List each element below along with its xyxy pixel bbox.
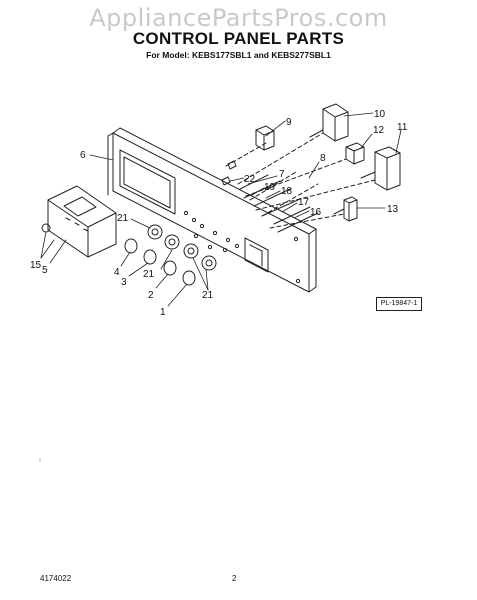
watermark: AppliancePartsPros.com [89,4,388,32]
model-subtitle: For Model: KEBS177SBL1 and KEBS277SBL1 [146,50,331,60]
callout-11: 11 [397,122,408,133]
callout-2: 2 [148,290,154,301]
callout-21-upper: 21 [117,213,129,224]
callout-18: 18 [281,186,293,197]
callout-15: 15 [30,260,42,271]
callout-19: 19 [264,182,276,193]
page-number: 2 [232,574,237,583]
control-knobs [124,238,196,286]
selector-switch-part-10 [309,103,349,142]
bracket-part-13 [333,196,358,222]
callout-7: 7 [279,169,285,180]
callout-1: 1 [160,307,166,318]
switch-part-11 [360,146,401,191]
callout-22: 22 [244,174,256,185]
leader-lines [40,112,402,307]
document-number: 4174022 [40,574,72,583]
infinite-switches [147,224,217,271]
callout-21-middle: 21 [143,269,155,280]
callout-13: 13 [387,204,399,215]
callout-10: 10 [374,109,386,120]
control-panel [107,127,317,293]
small-switch-part-9 [255,125,275,151]
callout-12: 12 [373,125,385,136]
callout-8: 8 [320,153,326,164]
callout-9: 9 [286,117,292,128]
reference-code-box: PL-19847-1 [376,297,422,311]
clock-bezel [41,185,117,258]
callout-labels: 6 9 10 12 11 8 7 22 19 18 17 16 13 21 21… [30,109,408,318]
callout-17: 17 [298,197,310,208]
callout-3: 3 [121,277,127,288]
callout-6: 6 [80,150,86,161]
callout-21-right: 21 [202,290,214,301]
switch-part-12 [345,142,365,165]
callout-4: 4 [114,267,120,278]
page-title: CONTROL PANEL PARTS [132,29,345,48]
callout-16: 16 [310,207,322,218]
callout-5: 5 [42,265,48,276]
